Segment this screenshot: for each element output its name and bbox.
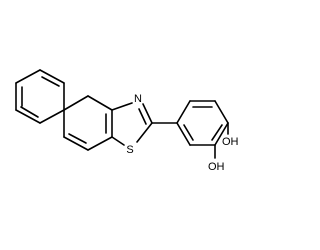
double-bond-inner bbox=[183, 124, 194, 141]
naphthalene-middle-ring bbox=[63, 95, 113, 151]
thiazole-ring bbox=[111, 102, 153, 146]
bond bbox=[87, 95, 113, 111]
bond bbox=[39, 109, 65, 124]
double-bond-inner bbox=[20, 106, 39, 118]
bond bbox=[15, 69, 41, 84]
bond bbox=[214, 100, 229, 124]
atom-labels: N S OH OH bbox=[126, 93, 238, 173]
bond bbox=[87, 136, 113, 151]
hydroxyl-bonds bbox=[214, 122, 229, 159]
bond bbox=[63, 136, 89, 151]
double-bond-inner bbox=[41, 76, 60, 87]
nitrogen-label: N bbox=[134, 93, 142, 105]
catechol-ring bbox=[151, 100, 229, 146]
bond bbox=[136, 122, 153, 143]
bond bbox=[214, 122, 229, 146]
hydroxyl-label-lower: OH bbox=[208, 161, 225, 173]
sulfur-label: S bbox=[126, 144, 133, 156]
structure-drawing: N S OH OH bbox=[15, 69, 239, 173]
bond bbox=[176, 100, 191, 124]
bond bbox=[15, 109, 41, 124]
naphthalene-outer-ring bbox=[15, 69, 65, 124]
bond bbox=[111, 102, 133, 111]
double-bond-inner bbox=[68, 133, 87, 144]
bond bbox=[142, 103, 153, 124]
bond bbox=[111, 136, 125, 146]
double-bond-inner bbox=[211, 124, 223, 141]
bond bbox=[63, 95, 89, 111]
hydroxyl-label-upper: OH bbox=[222, 136, 239, 148]
bond bbox=[176, 122, 191, 146]
double-bond-inner bbox=[138, 108, 147, 125]
bond bbox=[39, 69, 65, 84]
molecule-svg: N S OH OH bbox=[15, 69, 239, 173]
